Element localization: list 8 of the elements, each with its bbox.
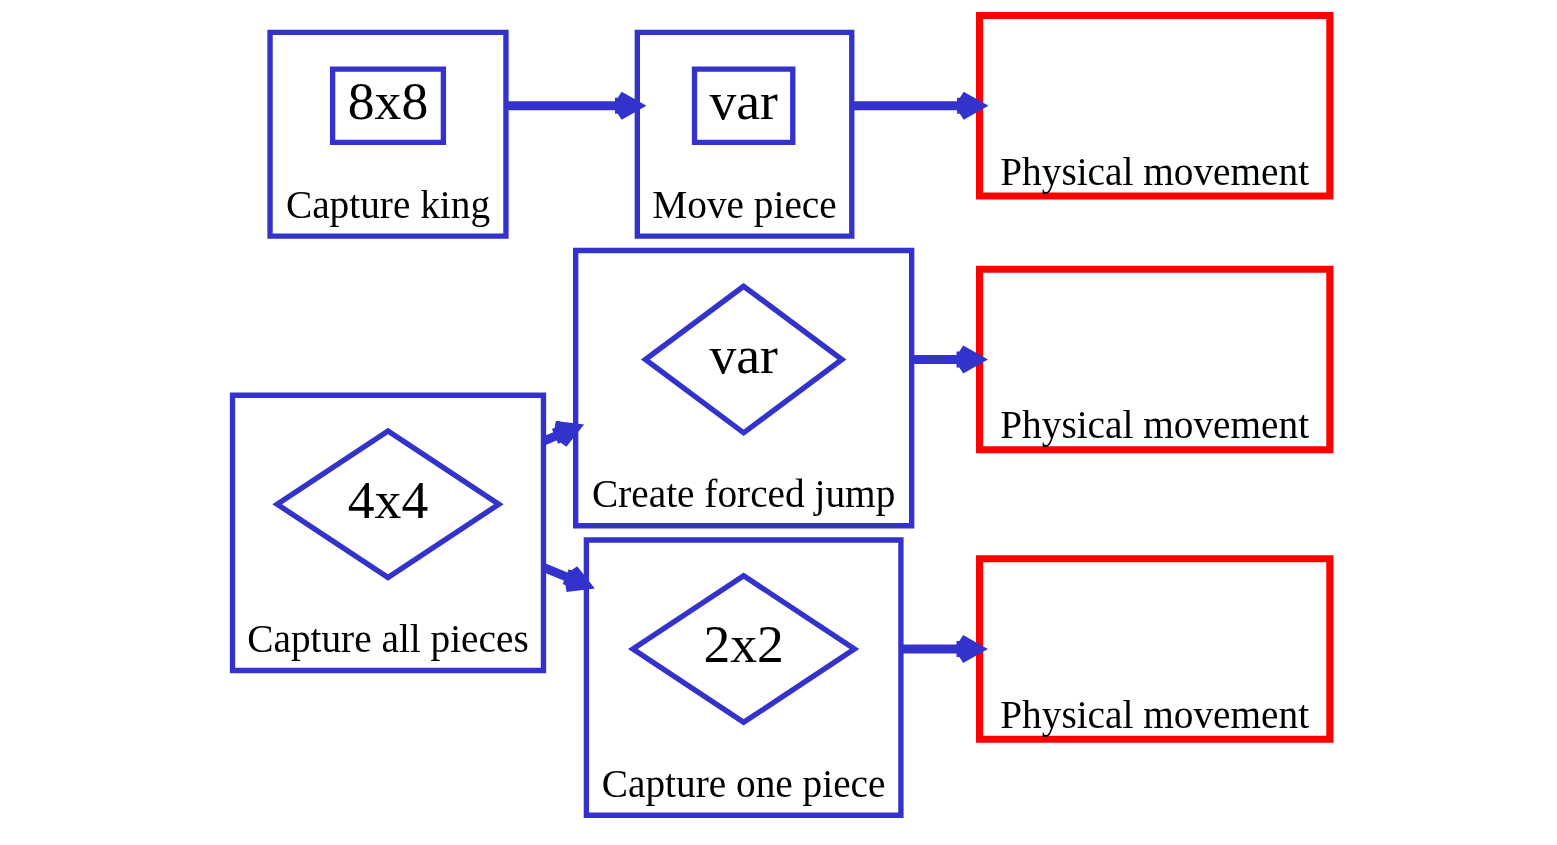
node-diamond: 2x2 [628,572,860,726]
node-box: Physical movement [976,11,1334,200]
node-diamond: var [640,282,847,437]
node-box: var [691,66,796,146]
node-box: 8x8 [329,66,447,146]
node-diamond: 4x4 [272,427,504,581]
node-box: Physical movement [976,555,1334,743]
node-box: Physical movement [976,265,1334,454]
